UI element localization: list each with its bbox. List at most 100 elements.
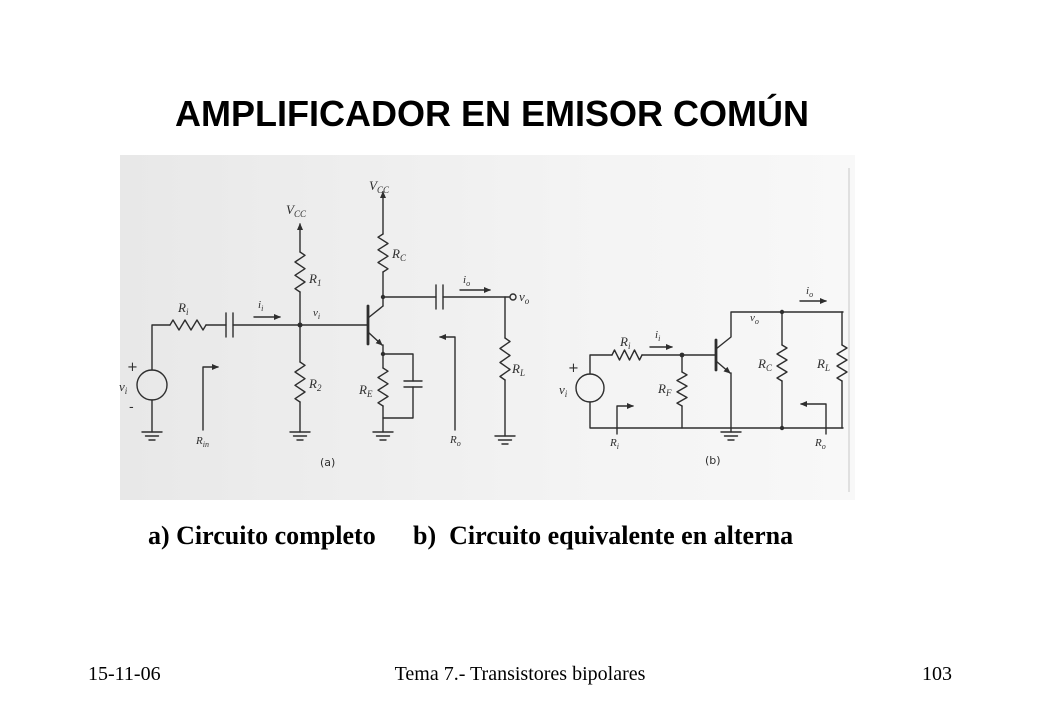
source-label-a: vi: [119, 379, 128, 396]
footer-date: 15-11-06: [88, 663, 161, 685]
r1-label: R1: [308, 271, 321, 288]
rin-arrow: [202, 364, 219, 431]
label-symbol: R: [619, 334, 628, 349]
base-node-dot-a: [297, 322, 303, 328]
label-subscript: o: [466, 279, 470, 288]
label-subscript: in: [203, 440, 209, 449]
wire-source-to-ri-b: [589, 354, 613, 375]
label-subscript: i: [318, 312, 320, 321]
emitter-node-dot-a: [380, 351, 386, 357]
scanned-figure-background: [120, 155, 855, 500]
label-subscript: o: [525, 296, 530, 306]
ri-resistor-b: [611, 349, 643, 361]
label-symbol: v: [750, 312, 755, 324]
label-symbol: i: [258, 299, 261, 311]
label-subscript: i: [186, 307, 189, 317]
label-subscript: F: [665, 388, 672, 398]
ro-arrow-a: [439, 334, 456, 431]
label-subscript: o: [457, 439, 461, 448]
transistor-collector-b: [715, 311, 844, 350]
label-subscript: i: [125, 386, 128, 396]
vcc-label-bias: VCC: [286, 202, 307, 219]
rin-label: Rin: [195, 435, 209, 449]
source-label-b: vi: [559, 382, 568, 399]
circuit-b: [575, 298, 848, 441]
label-symbol: R: [358, 382, 367, 397]
re-resistor: [377, 367, 389, 407]
ground-rl-a: [494, 435, 516, 445]
label-subscript: CC: [377, 185, 390, 195]
label-symbol: i: [806, 285, 809, 297]
label-subscript: 1: [317, 278, 322, 288]
ii-label-b: ii: [655, 329, 660, 343]
footer-page-number: 103: [922, 663, 952, 685]
rf-resistor: [676, 371, 688, 407]
bypass-capacitor: [403, 380, 423, 388]
ro-label-b: Ro: [814, 437, 826, 451]
label-subscript: E: [366, 389, 373, 399]
ground-b: [720, 431, 742, 441]
label-subscript: L: [824, 363, 830, 373]
label-subscript: i: [565, 389, 568, 399]
circuit-a: [136, 191, 517, 445]
label-symbol: R: [177, 300, 186, 315]
vo-terminal-a: [509, 293, 517, 301]
label-symbol: v: [519, 289, 525, 304]
circuit-b-labels: + vi Ri ii RF vo RC io RL Ri Ro (b): [559, 285, 830, 467]
transistor-emitter-a: [367, 331, 383, 346]
ri-arrow-label-b: Ri: [609, 437, 619, 451]
label-subscript: i: [617, 442, 619, 451]
label-symbol: i: [463, 274, 466, 286]
label-subscript: i: [261, 304, 263, 313]
vo-label-a: vo: [519, 289, 530, 306]
label-symbol: V: [286, 202, 296, 217]
ri-resistor-a: [169, 319, 207, 331]
ground-re: [372, 431, 394, 441]
label-symbol: R: [814, 437, 822, 449]
label-subscript: C: [400, 253, 407, 263]
source-minus-a: -: [129, 400, 134, 415]
label-symbol: R: [816, 356, 825, 371]
r1-resistor: [294, 251, 306, 293]
label-symbol: R: [195, 435, 203, 447]
rc-bottom-dot-b: [779, 425, 785, 431]
rc-top-dot-b: [779, 309, 785, 315]
io-label-a: io: [463, 274, 470, 288]
ii-label-a: ii: [258, 299, 263, 313]
r2-resistor: [294, 361, 306, 403]
slide-title: AMPLIFICADOR EN EMISOR COMÚN: [175, 93, 809, 134]
bottom-rail-b: [589, 401, 844, 429]
label-symbol: v: [119, 379, 125, 394]
ri-arrow-b: [616, 403, 634, 435]
ground-source-a: [141, 431, 163, 441]
label-symbol: R: [308, 271, 317, 286]
label-symbol: R: [511, 361, 520, 376]
re-label: RE: [358, 382, 373, 399]
bypass-capacitor-wire: [382, 353, 414, 419]
rl-resistor-b: [836, 344, 848, 382]
rc-resistor-b: [776, 344, 788, 382]
vcc-label-collector: VCC: [369, 178, 390, 195]
io-label-b: io: [806, 285, 813, 299]
circuit-a-labels: + vi - Ri ii Rin VCC R1 vi R2 VCC RC io …: [119, 178, 530, 469]
collector-node-dot-a: [380, 294, 386, 300]
label-symbol: i: [655, 329, 658, 341]
label-symbol: R: [757, 356, 766, 371]
rl-label-b: RL: [816, 356, 830, 373]
rl-label-a: RL: [511, 361, 525, 378]
caption-ac-equivalent: b) Circuito equivalente en alterna: [413, 521, 794, 550]
rc-label-a: RC: [391, 246, 407, 263]
wire-source-to-ri-a: [151, 324, 171, 371]
label-symbol: v: [559, 382, 565, 397]
label-symbol: v: [313, 307, 318, 319]
label-subscript: 2: [317, 383, 322, 393]
label-symbol: R: [308, 376, 317, 391]
label-subscript: CC: [294, 209, 307, 219]
transistor-collector-a: [367, 305, 384, 319]
ground-r2: [289, 431, 311, 441]
vi-node-label-a: vi: [313, 307, 320, 321]
label-symbol: V: [369, 178, 379, 193]
ri-label-a: Ri: [177, 300, 189, 317]
label-subscript: i: [658, 334, 660, 343]
ro-arrow-b: [800, 401, 827, 435]
